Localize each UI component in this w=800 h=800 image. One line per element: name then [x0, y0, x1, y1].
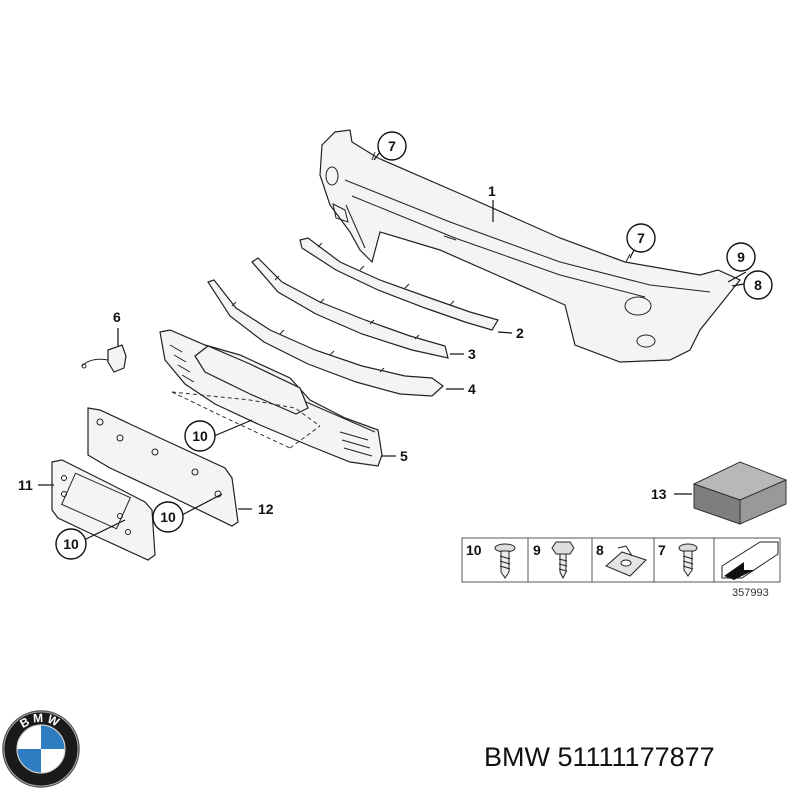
legend-label: 7	[658, 542, 666, 558]
callout-label: 10	[192, 428, 208, 444]
callout-label: 9	[737, 249, 745, 265]
callout-13: 13	[651, 486, 667, 502]
callout-label: 12	[258, 501, 274, 517]
callout-9: 9	[726, 242, 756, 272]
callout-12: 12	[258, 501, 274, 517]
callout-4: 4	[468, 381, 476, 397]
fastener-legend: 10 9 8 7	[461, 537, 781, 583]
legend-cell-9: 9	[533, 541, 575, 580]
callout-1: 1	[488, 183, 496, 199]
callout-10-plate-holder: 10	[55, 528, 87, 560]
callout-7-right: 7	[626, 223, 656, 253]
callout-7-upper: 7	[377, 131, 407, 161]
callout-6: 6	[113, 309, 121, 325]
callout-3: 3	[468, 346, 476, 362]
callout-10-grille: 10	[184, 420, 216, 452]
license-plate-holder-part	[51, 459, 156, 561]
upper-trim-strip-part	[299, 237, 499, 331]
legend-label: 10	[466, 542, 482, 558]
hex-bolt-icon	[551, 541, 575, 555]
direction-arrow-icon	[724, 562, 754, 580]
legend-cell-arrow	[721, 541, 779, 580]
bmw-logo: BMW	[2, 710, 80, 788]
lower-trim-strip-part	[207, 279, 444, 397]
logo-letters: BMW	[17, 711, 64, 731]
part-number-caption: BMW 51111177877	[484, 742, 715, 772]
callout-label: 7	[388, 138, 396, 154]
callout-label: 1	[488, 183, 496, 199]
legend-cell-7: 7	[658, 542, 698, 577]
legend-label: 8	[596, 542, 604, 558]
callout-label: 3	[468, 346, 476, 362]
diagram-reference-code: 357993	[732, 587, 769, 599]
callout-label: 11	[18, 477, 33, 493]
callout-10-plate-base: 10	[152, 501, 184, 533]
repair-kit-box-part	[692, 461, 788, 525]
legend-cell-8: 8	[596, 542, 647, 577]
callout-label: 4	[468, 381, 476, 397]
callout-label: 8	[754, 277, 762, 293]
callout-11: 11	[18, 477, 33, 493]
grille-bracket-part	[171, 345, 321, 449]
callout-label: 13	[651, 486, 667, 502]
callout-label: 10	[63, 536, 79, 552]
tow-eye-cover-part	[81, 344, 127, 373]
leader-lines	[38, 151, 747, 541]
callout-label: 5	[400, 448, 408, 464]
callout-2: 2	[516, 325, 524, 341]
callout-label: 6	[113, 309, 121, 325]
license-plate-base-part	[87, 407, 239, 527]
callout-label: 7	[637, 230, 645, 246]
legend-cell-10: 10	[466, 542, 516, 579]
callout-label: 10	[160, 509, 176, 525]
callout-5: 5	[400, 448, 408, 464]
bumper-cover-part	[319, 129, 741, 363]
callout-8: 8	[743, 270, 773, 300]
callout-label: 2	[516, 325, 524, 341]
middle-trim-strip-part	[251, 257, 449, 359]
legend-label: 9	[533, 542, 541, 558]
